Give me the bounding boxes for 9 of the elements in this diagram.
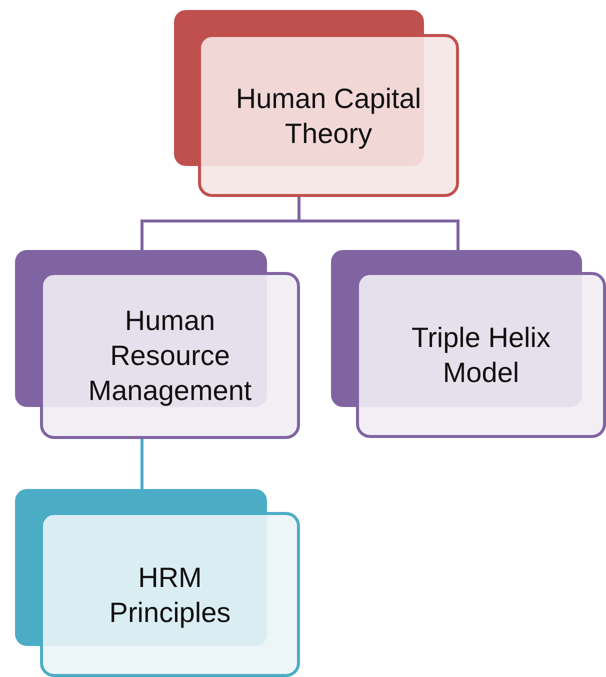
stacked-card	[15, 250, 300, 439]
node-label: HRM Principles	[108, 560, 232, 630]
connector-line	[140, 439, 144, 489]
stacked-card	[331, 250, 606, 438]
node-label: Triple Helix Model	[410, 321, 552, 390]
node-label: Human Capital Theory	[234, 82, 422, 150]
stacked-card	[15, 489, 300, 677]
stacked-card	[174, 10, 459, 197]
node-label: Human Resource Management	[87, 304, 253, 408]
